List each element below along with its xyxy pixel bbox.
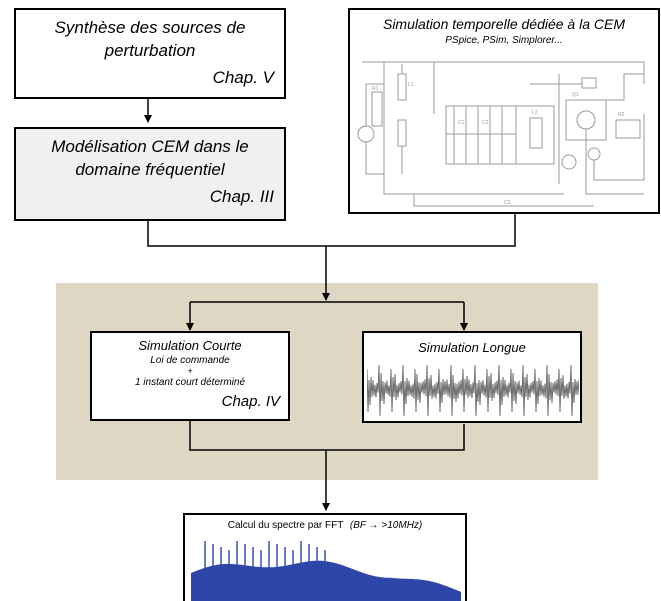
temporelle-title: Simulation temporelle dédiée à la CEM	[382, 16, 625, 32]
svg-text:C2: C2	[482, 120, 489, 126]
box-temporelle: Simulation temporelle dédiée à la CEM PS…	[348, 8, 660, 214]
synthese-line2: perturbation	[104, 41, 196, 60]
box-synthese: Synthèse des sources de perturbation Cha…	[14, 8, 286, 99]
merge-line-top	[147, 214, 516, 247]
merge-line-bottom	[189, 420, 465, 451]
courte-line2: 1 instant court déterminé	[134, 377, 246, 388]
fft-title: Calcul du spectre par FFT	[227, 520, 344, 531]
svg-text:Q1: Q1	[572, 92, 579, 98]
courte-plus: +	[187, 366, 193, 376]
box-courte: Simulation Courte Loi de commande + 1 in…	[90, 331, 290, 421]
svg-text:R2: R2	[618, 112, 625, 118]
longue-title: Simulation Longue	[418, 340, 526, 355]
modelisation-line2: domaine fréquentiel	[75, 160, 225, 179]
svg-text:C3: C3	[504, 200, 511, 206]
box-modelisation: Modélisation CEM dans le domaine fréquen…	[14, 127, 286, 221]
box-fft: Calcul du spectre par FFT (BF → >10MHz)	[183, 513, 467, 601]
courte-chapter: Chap. IV	[221, 393, 280, 410]
temporelle-subtitle: PSpice, PSim, Simplorer...	[445, 35, 563, 46]
svg-text:C1: C1	[458, 120, 465, 126]
waveform-trace	[367, 364, 579, 417]
modelisation-chapter: Chap. III	[209, 187, 274, 206]
spectrum-noise-floor	[191, 560, 461, 601]
modelisation-line1: Modélisation CEM dans le	[51, 137, 249, 156]
courte-title: Simulation Courte	[138, 338, 242, 353]
long-simulation-waveform	[367, 364, 579, 417]
courte-line1: Loi de commande	[150, 355, 230, 366]
svg-text:L2: L2	[532, 110, 538, 116]
svg-text:R1: R1	[372, 86, 379, 92]
svg-text:L1: L1	[408, 82, 414, 88]
synthese-line1: Synthèse des sources de	[54, 18, 246, 37]
box-longue: Simulation Longue	[362, 331, 582, 423]
synthese-chapter: Chap. V	[212, 68, 274, 87]
fft-caption: Calcul du spectre par FFT (BF → >10MHz)	[185, 520, 465, 531]
fft-spectrum	[191, 541, 461, 601]
fft-range: (BF → >10MHz)	[349, 520, 423, 531]
